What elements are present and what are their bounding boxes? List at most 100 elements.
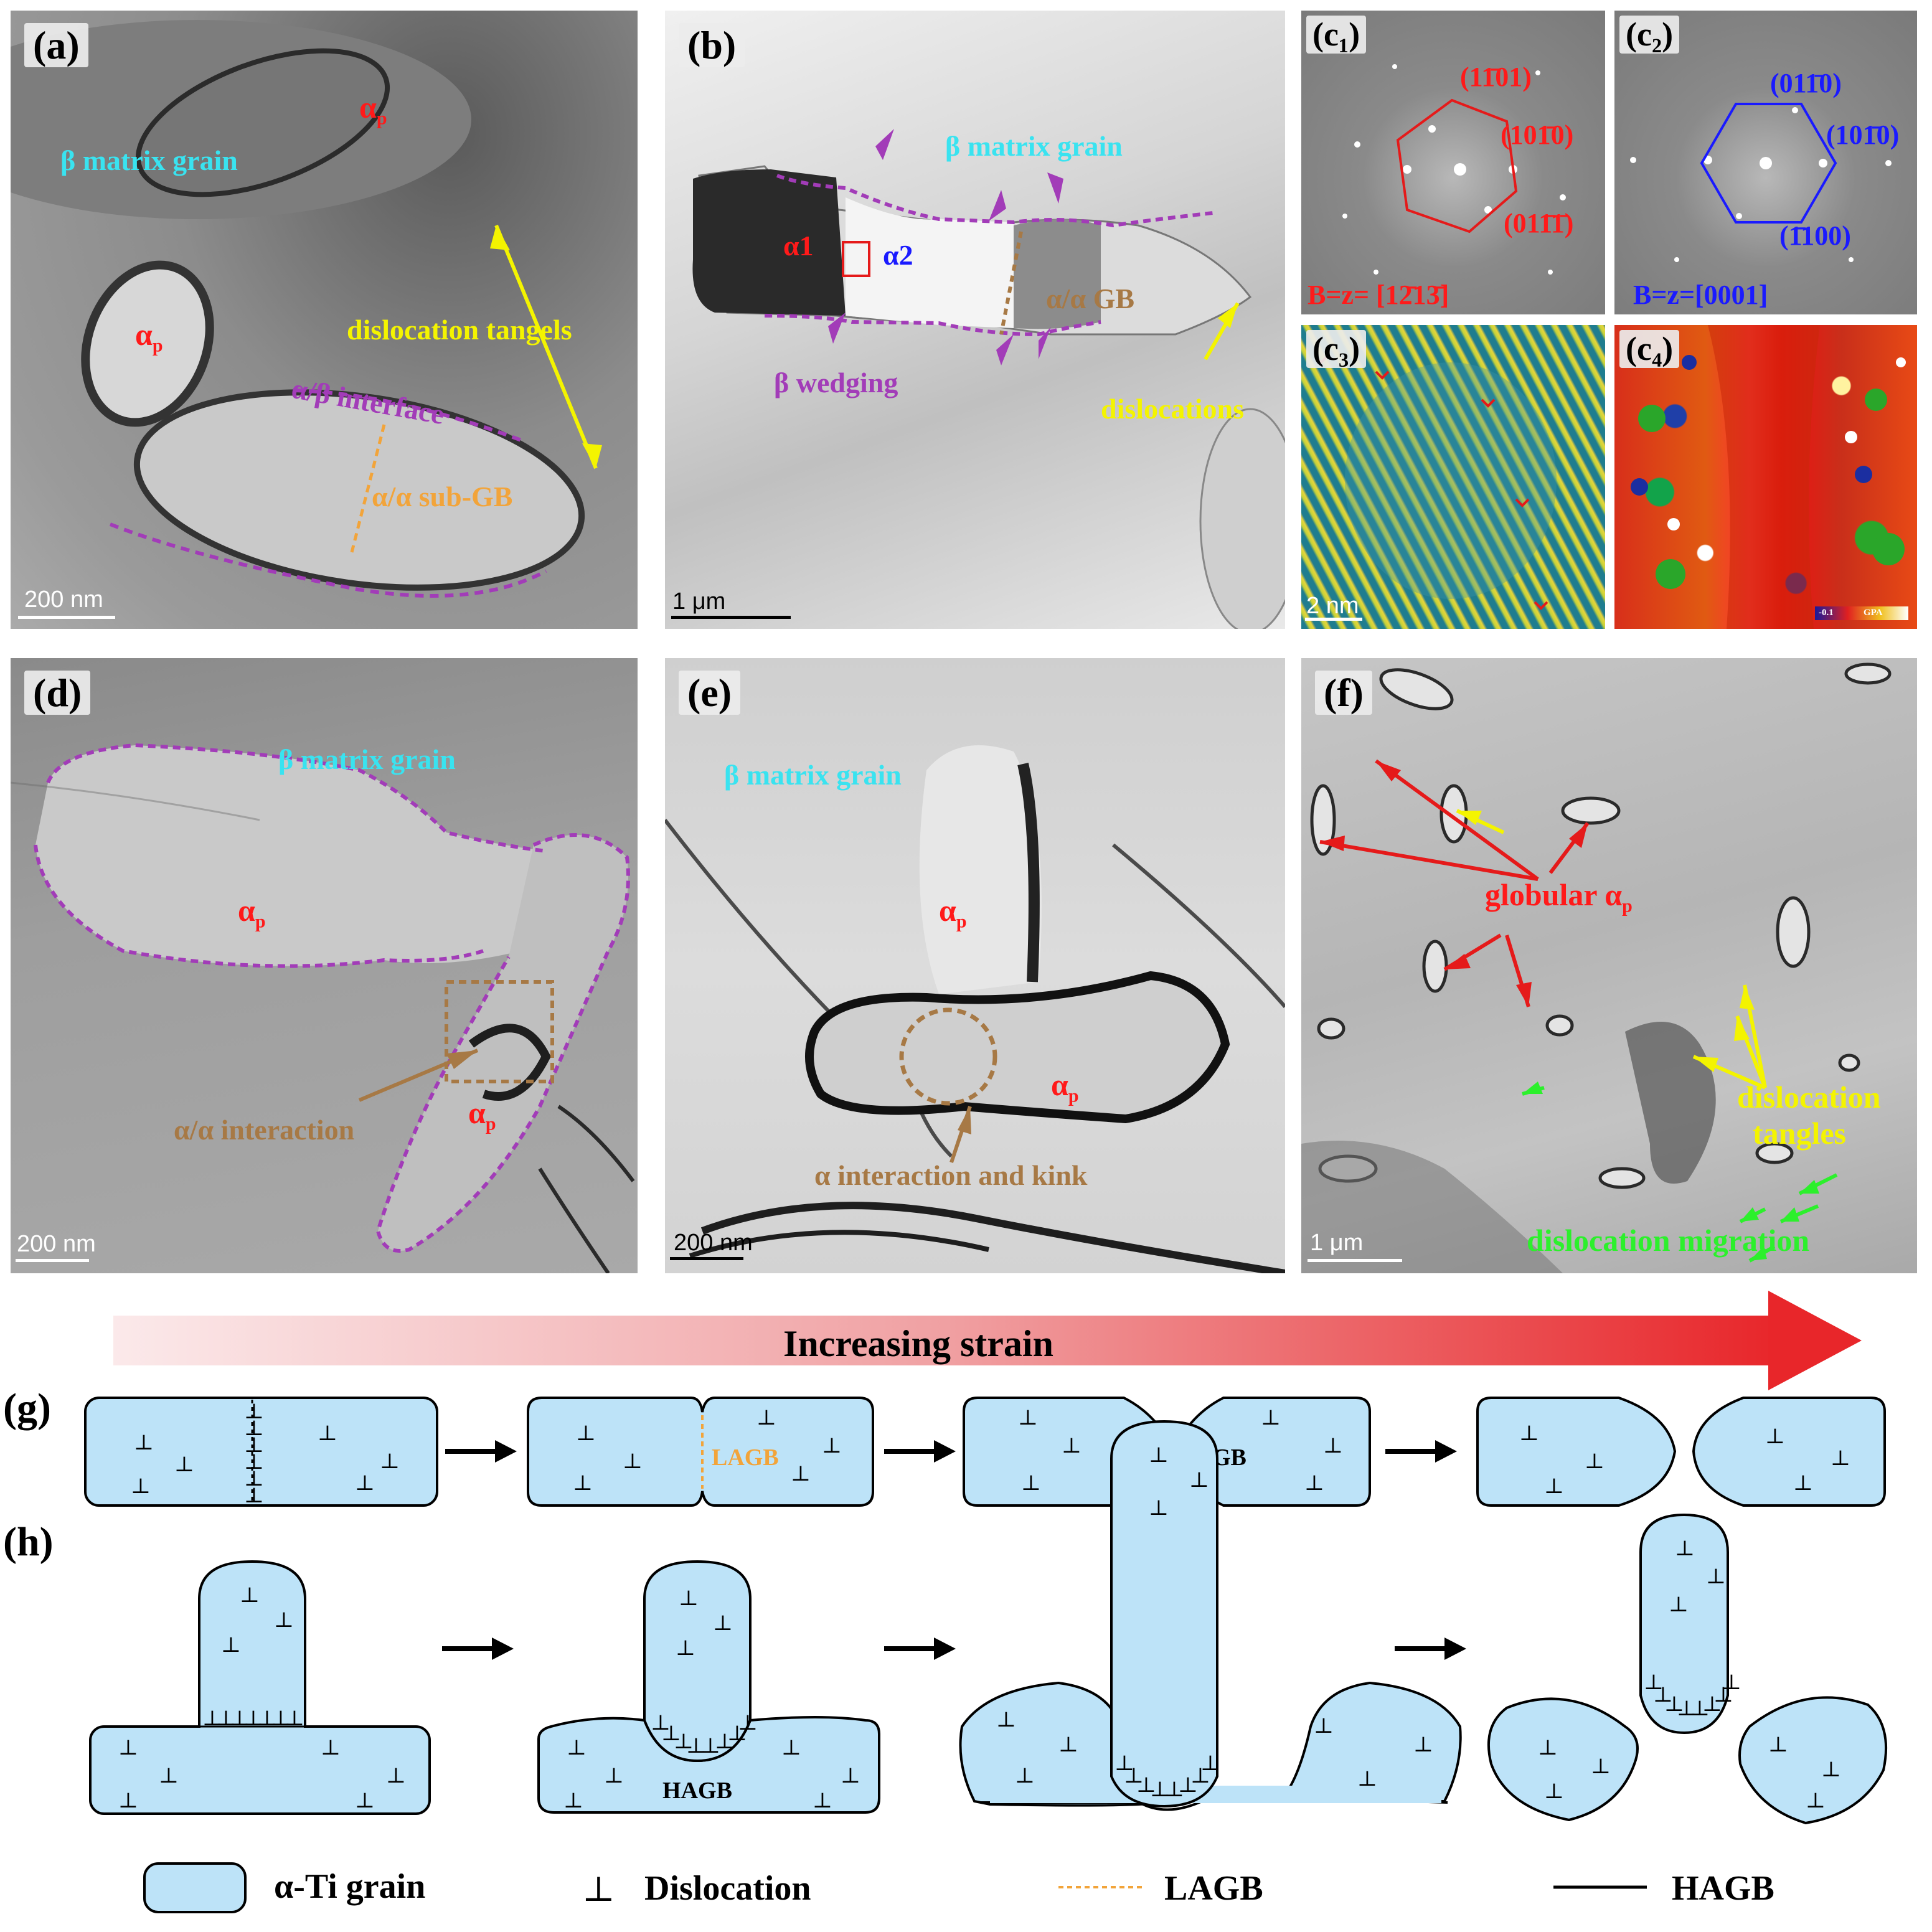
panel-c3: (c₃) 2 nm: [1301, 325, 1605, 629]
strain-arrow: [113, 1291, 1862, 1390]
panel-b: (b) β matrix grain α1 α2 α/α GB β wedgin…: [665, 11, 1285, 629]
schematic-area: Increasing strain (g) (h) ⊥⊥⊥⊥⊥⊥ ⊥⊥⊥ ⊥⊥⊥…: [3, 1291, 1888, 1913]
svg-text:⊥: ⊥: [604, 1765, 624, 1788]
svg-text:⊥: ⊥: [679, 1587, 699, 1610]
svg-text:⊥: ⊥: [1591, 1755, 1611, 1778]
svg-text:⊥: ⊥: [651, 1712, 671, 1735]
svg-text:⊥: ⊥: [244, 1468, 264, 1491]
svg-text:⊥: ⊥: [257, 1707, 277, 1730]
svg-text:⊥: ⊥: [674, 1730, 694, 1753]
panel-b-gb-label: α/α GB: [1046, 283, 1135, 314]
h-label: (h): [3, 1519, 54, 1565]
legend-grain-swatch: [143, 1862, 247, 1913]
panel-f-scalebar: [1308, 1259, 1402, 1262]
svg-text:⊥: ⊥: [1200, 1752, 1220, 1775]
svg-text:⊥: ⊥: [573, 1472, 593, 1495]
g-label: (g): [3, 1385, 51, 1431]
panel-c3-dislocations: [1314, 355, 1557, 610]
svg-text:⊥: ⊥: [738, 1712, 758, 1735]
panel-f-scale-text: 1 μm: [1310, 1230, 1364, 1256]
strain-label: Increasing strain: [783, 1323, 1053, 1364]
panel-a-scalebar: [18, 616, 115, 619]
panel-d-label: (d): [24, 671, 91, 715]
svg-text:⊥: ⊥: [1164, 1778, 1184, 1801]
svg-text:⊥: ⊥: [1018, 1407, 1038, 1430]
panel-a-alpha-left: αp: [135, 317, 163, 356]
svg-text:⊥: ⊥: [318, 1422, 337, 1445]
panel-c4-colorbar-unit: GPA: [1864, 608, 1883, 618]
panel-c1: (c₁) (11̄01) (101̄0) (011̄1̄) B=z= [12̄1…: [1301, 11, 1605, 314]
svg-text:⊥: ⊥: [1675, 1537, 1695, 1560]
svg-text:⊥: ⊥: [1149, 1444, 1169, 1467]
h-stage-4: ⊥⊥⊥ ⊥⊥⊥⊥⊥⊥⊥⊥ ⊥⊥⊥ ⊥⊥⊥: [1487, 1513, 1888, 1825]
svg-text:⊥: ⊥: [1124, 1765, 1144, 1788]
svg-text:⊥: ⊥: [1544, 1475, 1564, 1498]
panel-f-tangles-label-1: dislocation: [1737, 1080, 1881, 1114]
panel-d: (d) β matrix grain αp αp α/α interaction…: [11, 658, 638, 1273]
svg-text:⊥: ⊥: [1768, 1733, 1788, 1756]
svg-text:⊥: ⊥: [355, 1789, 375, 1812]
svg-text:⊥: ⊥: [1669, 1593, 1689, 1616]
svg-text:⊥: ⊥: [1314, 1715, 1334, 1738]
g-arrow-3: [1385, 1440, 1457, 1463]
svg-text:⊥: ⊥: [1149, 1497, 1169, 1520]
svg-text:⊥: ⊥: [1713, 1684, 1733, 1707]
svg-text:⊥: ⊥: [380, 1450, 400, 1473]
panel-a-label: (a): [24, 23, 88, 68]
panel-c1-zone: B=z= [12̄13̄]: [1308, 280, 1449, 310]
svg-text:⊥: ⊥: [1765, 1425, 1785, 1448]
panel-c1-index2: (101̄0): [1501, 120, 1574, 150]
panel-c2-zone: B=z=[0001]: [1633, 280, 1768, 310]
svg-text:⊥: ⊥: [1806, 1789, 1826, 1812]
svg-text:⊥: ⊥: [355, 1472, 375, 1495]
svg-text:⊥: ⊥: [1690, 1697, 1710, 1720]
panel-b-label: (b): [679, 23, 745, 68]
h-arrow-1: [442, 1637, 514, 1660]
panel-a-graphic: [11, 20, 602, 598]
panel-e-label: (e): [679, 671, 741, 715]
panel-d-alpha-lower: αp: [468, 1095, 496, 1134]
panel-a-subgb-label: α/α sub-GB: [372, 481, 513, 512]
svg-text:⊥: ⊥: [727, 1722, 747, 1745]
panel-c4-colorbar-min: -0.1: [1819, 608, 1834, 618]
svg-text:⊥: ⊥: [1058, 1733, 1078, 1756]
svg-text:⊥: ⊥: [244, 1417, 264, 1440]
svg-text:⊥: ⊥: [567, 1736, 587, 1760]
svg-text:⊥: ⊥: [1664, 1693, 1684, 1716]
panel-f-tangles-label-2: tangles: [1753, 1116, 1846, 1151]
h-stage-2: ⊥⊥⊥ ⊥⊥⊥⊥⊥⊥⊥⊥ ⊥⊥⊥ ⊥⊥⊥: [537, 1560, 880, 1814]
panel-c2-label: (c₂): [1619, 16, 1680, 54]
svg-text:⊥: ⊥: [1722, 1671, 1741, 1694]
svg-text:⊥: ⊥: [202, 1707, 222, 1730]
panel-c2-index3: (1̄100): [1779, 220, 1851, 251]
svg-text:⊥: ⊥: [1793, 1472, 1813, 1495]
g-arrow-1: [445, 1440, 517, 1463]
panel-e-alpha-stem: αp: [939, 893, 967, 932]
svg-text:⊥: ⊥: [1413, 1733, 1433, 1756]
panel-c2-index2: (101̄0): [1826, 120, 1900, 150]
g-stage-2: ⊥⊥⊥ ⊥⊥⊥: [527, 1397, 874, 1507]
legend-grain-label: α-Ti grain: [274, 1867, 425, 1906]
g-arrow-2: [884, 1440, 956, 1463]
svg-text:⊥: ⊥: [321, 1736, 341, 1760]
svg-text:⊥: ⊥: [1585, 1450, 1605, 1473]
panel-c1-label: (c₁): [1306, 16, 1367, 54]
svg-text:⊥: ⊥: [240, 1584, 260, 1607]
panel-c3-scale-text: 2 nm: [1306, 593, 1359, 619]
svg-text:⊥: ⊥: [244, 1484, 264, 1507]
panel-b-alpha1-label: α1: [783, 230, 814, 262]
h-stage-3: ⊥⊥⊥ ⊥⊥⊥⊥⊥⊥⊥⊥ ⊥⊥⊥ ⊥⊥⊥: [959, 1420, 1462, 1811]
svg-text:⊥: ⊥: [661, 1722, 681, 1745]
svg-text:⊥: ⊥: [244, 1451, 264, 1474]
legend-dislocation-symbol: ⊥: [582, 1870, 615, 1909]
svg-text:⊥: ⊥: [1821, 1758, 1841, 1781]
h-arrow-2: [884, 1637, 956, 1660]
svg-text:⊥: ⊥: [159, 1765, 179, 1788]
svg-text:⊥: ⊥: [781, 1736, 801, 1760]
svg-text:⊥: ⊥: [271, 1707, 291, 1730]
panel-c3-label: (c₃): [1306, 330, 1367, 368]
svg-text:⊥: ⊥: [1136, 1774, 1156, 1797]
svg-text:⊥: ⊥: [1015, 1765, 1035, 1788]
svg-text:⊥: ⊥: [841, 1765, 860, 1788]
panel-a: (a) β matrix grain αp αp dislocation tan…: [11, 11, 638, 629]
